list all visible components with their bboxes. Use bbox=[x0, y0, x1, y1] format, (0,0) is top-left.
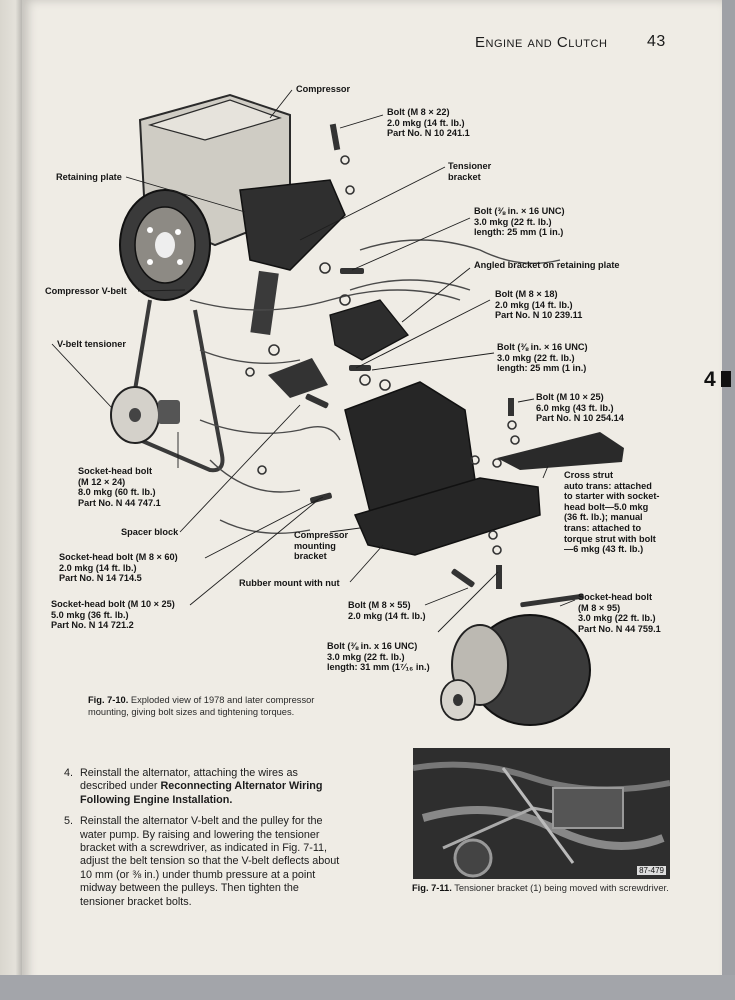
label-socket-m10x25: Socket-head bolt (M 10 × 25) 5.0 mkg (36… bbox=[51, 599, 175, 631]
label-line: Bolt (⅜ in. × 16 UNC) bbox=[497, 342, 588, 352]
label-line: Bolt (⅜ in. × 16 UNC) bbox=[474, 206, 565, 216]
figure-7-10-caption-label: Fig. 7-10. bbox=[88, 695, 129, 705]
label-tensioner-bracket: Tensioner bracket bbox=[448, 161, 491, 182]
label-bolt-m8x55: Bolt (M 8 × 55) 2.0 mkg (14 ft. lb.) bbox=[348, 600, 426, 621]
figure-7-11-caption-text: Tensioner bracket (1) being moved with s… bbox=[454, 883, 669, 893]
label-bolt-38-25b: Bolt (⅜ in. × 16 UNC) 3.0 mkg (22 ft. lb… bbox=[497, 342, 588, 374]
background-strip bbox=[0, 975, 735, 1000]
label-line: Compressor bbox=[294, 530, 349, 540]
label-line: (M 12 × 24) bbox=[78, 476, 126, 487]
figure-7-11-photo: 87-479 bbox=[413, 748, 670, 879]
label-line: 3.0 mkg (22 ft. lb.) bbox=[578, 613, 656, 624]
label-compressor: Compressor bbox=[296, 84, 351, 94]
label-line: Bolt (M 8 × 22) bbox=[387, 107, 450, 117]
label-spacer-block: Spacer block bbox=[121, 527, 179, 537]
label-rubber-mount: Rubber mount with nut bbox=[239, 578, 340, 588]
running-header: Engine and Clutch 43 bbox=[475, 33, 675, 51]
label-line: trans: attached to bbox=[564, 522, 642, 533]
label-line: 2.0 mkg (14 ft. lb.) bbox=[348, 610, 426, 621]
label-angled-bracket: Angled bracket on retaining plate bbox=[474, 260, 620, 270]
photo-content bbox=[413, 748, 670, 879]
label-line: 8.0 mkg (60 ft. lb.) bbox=[78, 487, 156, 498]
label-line: 2.0 mkg (14 ft. lb.) bbox=[387, 117, 465, 128]
figure-7-10-caption: Fig. 7-10. Exploded view of 1978 and lat… bbox=[88, 694, 348, 718]
label-line: length: 25 mm (1 in.) bbox=[497, 363, 587, 374]
label-line: —6 mkg (43 ft. lb.) bbox=[564, 544, 644, 555]
label-line: Bolt (M 10 × 25) bbox=[536, 392, 604, 402]
label-line: bracket bbox=[294, 551, 327, 562]
label-bolt-38-31: Bolt (⅜ in. x 16 UNC) 3.0 mkg (22 ft. lb… bbox=[327, 641, 430, 673]
label-line: Bolt (M 8 × 18) bbox=[495, 289, 558, 299]
label-line: torque strut with bolt bbox=[564, 533, 656, 544]
label-retaining-plate: Retaining plate bbox=[56, 172, 122, 182]
label-line: Part No. N 14 714.5 bbox=[59, 573, 142, 584]
label-bolt-m10x25: Bolt (M 10 × 25) 6.0 mkg (43 ft. lb.) Pa… bbox=[536, 392, 624, 424]
label-line: 6.0 mkg (43 ft. lb.) bbox=[536, 402, 614, 413]
label-line: Part No. N 10 241.1 bbox=[387, 128, 470, 139]
label-line: bracket bbox=[448, 171, 481, 182]
label-line: auto trans: attached bbox=[564, 480, 652, 491]
label-bolt-m8x22: Bolt (M 8 × 22) 2.0 mkg (14 ft. lb.) Par… bbox=[387, 107, 470, 139]
label-line: Tensioner bbox=[448, 161, 492, 171]
label-compressor-mounting-bracket: Compressor mounting bracket bbox=[294, 530, 348, 562]
label-line: 3.0 mkg (22 ft. lb.) bbox=[474, 216, 552, 227]
procedure-steps: 4. Reinstall the alternator, attaching t… bbox=[64, 767, 344, 917]
label-line: mounting bbox=[294, 540, 336, 551]
label-line: (M 8 × 95) bbox=[578, 602, 621, 613]
label-socket-m12x24: Socket-head bolt (M 12 × 24) 8.0 mkg (60… bbox=[78, 466, 161, 508]
step-number: 4. bbox=[64, 767, 74, 779]
label-line: length: 31 mm (1⁷⁄₁₆ in.) bbox=[327, 662, 430, 673]
figure-7-11-caption: Fig. 7-11. Tensioner bracket (1) being m… bbox=[412, 882, 674, 894]
label-line: Part No. N 44 759.1 bbox=[578, 623, 661, 634]
label-socket-m8x95: Socket-head bolt (M 8 × 95) 3.0 mkg (22 … bbox=[578, 592, 661, 634]
label-line: 3.0 mkg (22 ft. lb.) bbox=[497, 352, 575, 363]
step-text: Reinstall the alternator V-belt and the … bbox=[80, 815, 340, 908]
label-compressor-vbelt: Compressor V-belt bbox=[45, 286, 127, 296]
label-line: Socket-head bolt (M 8 × 60) bbox=[59, 552, 178, 562]
facing-page-edge bbox=[0, 0, 22, 1000]
label-line: Socket-head bolt (M 10 × 25) bbox=[51, 599, 175, 609]
step-reference: Reconnecting Alternator Wiring Following… bbox=[80, 780, 323, 806]
label-line: to starter with socket- bbox=[564, 491, 660, 502]
label-line: Socket-head bolt bbox=[578, 592, 653, 602]
label-line: 2.0 mkg (14 ft. lb.) bbox=[495, 299, 573, 310]
label-bolt-38-25: Bolt (⅜ in. × 16 UNC) 3.0 mkg (22 ft. lb… bbox=[474, 206, 565, 238]
figure-7-11-caption-label: Fig. 7-11. bbox=[412, 883, 452, 893]
label-bolt-m8x18: Bolt (M 8 × 18) 2.0 mkg (14 ft. lb.) Par… bbox=[495, 289, 582, 321]
label-socket-m8x60: Socket-head bolt (M 8 × 60) 2.0 mkg (14 … bbox=[59, 552, 178, 584]
label-line: 3.0 mkg (22 ft. lb.) bbox=[327, 651, 405, 662]
label-line: 2.0 mkg (14 ft. lb.) bbox=[59, 562, 137, 573]
label-line: Part No. N 10 239.11 bbox=[495, 310, 583, 321]
label-line: Bolt (⅜ in. x 16 UNC) bbox=[327, 641, 418, 651]
section-title: Engine and Clutch bbox=[475, 34, 608, 51]
label-line: 5.0 mkg (36 ft. lb.) bbox=[51, 609, 129, 620]
chapter-tab-marker bbox=[721, 371, 731, 387]
label-line: Socket-head bolt bbox=[78, 466, 153, 476]
label-line: length: 25 mm (1 in.) bbox=[474, 227, 564, 238]
step-5: 5. Reinstall the alternator V-belt and t… bbox=[64, 815, 344, 909]
chapter-tab: 4 bbox=[704, 368, 716, 391]
step-4: 4. Reinstall the alternator, attaching t… bbox=[64, 767, 344, 807]
label-line: Part No. N 10 254.14 bbox=[536, 413, 624, 424]
label-line: Part No. N 14 721.2 bbox=[51, 620, 134, 631]
label-cross-strut: Cross strut auto trans: attached to star… bbox=[564, 470, 659, 555]
label-line: (36 ft. lb.); manual bbox=[564, 512, 643, 523]
figure-7-10-caption-text: Exploded view of 1978 and later compress… bbox=[88, 695, 315, 717]
label-line: Part No. N 44 747.1 bbox=[78, 497, 161, 508]
step-text: Reinstall the alternator, attaching the … bbox=[80, 767, 298, 793]
alternator-illustration bbox=[440, 614, 591, 726]
label-vbelt-tensioner: V-belt tensioner bbox=[57, 339, 126, 349]
step-number: 5. bbox=[64, 815, 74, 828]
label-line: Cross strut bbox=[564, 470, 614, 480]
photo-id: 87-479 bbox=[637, 866, 666, 875]
label-line: head bolt—5.0 mkg bbox=[564, 501, 649, 512]
page-number: 43 bbox=[647, 33, 666, 50]
label-line: Bolt (M 8 × 55) bbox=[348, 600, 411, 610]
